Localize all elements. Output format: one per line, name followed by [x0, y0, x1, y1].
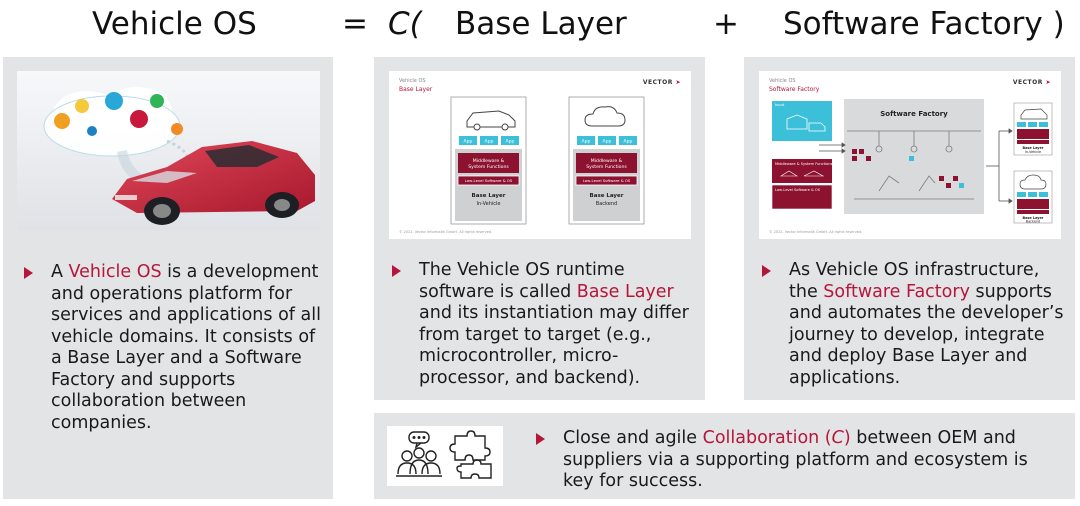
highlight-collaboration: Collaboration (C) — [702, 428, 851, 448]
bullet-triangle-icon — [536, 433, 545, 445]
text-segment: A — [51, 262, 69, 282]
svg-text:App: App — [582, 139, 591, 145]
svg-text:Base Layer: Base Layer — [590, 193, 624, 199]
svg-text:Middleware &: Middleware & — [473, 158, 505, 164]
svg-text:Middleware & System Functions: Middleware & System Functions — [775, 162, 833, 166]
svg-text:In-Vehicle: In-Vehicle — [1025, 150, 1041, 154]
bullet-triangle-icon — [762, 265, 771, 277]
svg-text:Middleware &: Middleware & — [591, 158, 623, 164]
svg-text:Low-Level Software & OS: Low-Level Software & OS — [583, 178, 631, 183]
collaboration-description: Close and agile Collaboration (C) betwee… — [536, 428, 1056, 498]
car-icon — [466, 110, 516, 128]
svg-text:System Functions: System Functions — [468, 164, 509, 170]
vehicle-os-description: A Vehicle OS is a development and operat… — [24, 262, 324, 482]
bullet-triangle-icon — [24, 267, 33, 279]
puzzle-icon — [449, 430, 492, 479]
collaboration-icons — [387, 426, 503, 486]
car-cloud-illustration — [17, 71, 320, 231]
highlight-base-layer: Base Layer — [576, 281, 674, 302]
slide-footer: © 2022. Vector Informatik GmbH. All righ… — [769, 230, 863, 234]
text-segment: between OEM and suppliers via a supporti… — [563, 428, 1028, 491]
svg-text:App: App — [603, 139, 612, 145]
text-segment: The Vehicle OS runtime software is calle… — [419, 260, 625, 302]
panel-vehicle-os: A Vehicle OS is a development and operat… — [3, 57, 333, 499]
title-software-factory: Software Factory ) — [783, 6, 1065, 42]
people-discussion-icon — [396, 430, 492, 479]
svg-text:Software Factory: Software Factory — [880, 110, 948, 118]
cloud-icon — [584, 106, 626, 127]
svg-text:System Functions: System Functions — [586, 164, 627, 170]
svg-text:Low-Level Software & OS: Low-Level Software & OS — [465, 178, 513, 183]
svg-text:App: App — [624, 139, 633, 145]
highlight-software-factory: Software Factory — [823, 281, 970, 302]
title-base-layer: Base Layer — [455, 6, 627, 42]
car-cloud-image — [17, 71, 320, 231]
panel-base-layer: Vehicle OS Base Layer VECTOR ➤ A — [374, 57, 705, 400]
svg-text:Backend: Backend — [596, 201, 617, 207]
base-layer-slide-thumbnail: Vehicle OS Base Layer VECTOR ➤ A — [389, 71, 691, 239]
svg-text:Backend: Backend — [1026, 220, 1041, 224]
bullet-triangle-icon — [392, 265, 401, 277]
vector-logo: VECTOR ➤ — [642, 79, 681, 86]
text-segment: As Vehicle OS infrastructure, the — [789, 260, 1040, 302]
text-segment: Close and agile — [563, 428, 703, 448]
slide-title: Software Factory — [769, 86, 820, 93]
panel-collaboration: Close and agile Collaboration (C) betwee… — [374, 413, 1075, 499]
base-layer-description: The Vehicle OS runtime software is calle… — [392, 260, 698, 395]
svg-text:Base Layer: Base Layer — [472, 193, 506, 199]
title-collaboration-function: C( — [388, 6, 422, 42]
software-factory-slide-thumbnail: Vehicle OS Software Factory VECTOR ➤ — [759, 71, 1061, 239]
slide-header: Vehicle OS — [399, 78, 426, 84]
text-segment: is a development and operations platform… — [51, 262, 321, 433]
slide-footer: © 2022. Vector Informatik GmbH. All righ… — [399, 230, 493, 234]
text-segment: and its instantiation may differ from ta… — [419, 303, 689, 388]
panel-software-factory: Vehicle OS Software Factory VECTOR ➤ — [744, 57, 1075, 400]
svg-text:App: App — [485, 139, 494, 145]
slide-title: Base Layer — [399, 86, 433, 93]
software-factory-diagram: Software Factory Input Middleware & Syst… — [771, 99, 1053, 224]
svg-text:Base Layer: Base Layer — [1023, 146, 1044, 150]
svg-text:Input: Input — [775, 103, 785, 107]
title-vehicle-os: Vehicle OS — [92, 6, 257, 42]
vector-logo: VECTOR ➤ — [1012, 79, 1051, 86]
text-segment: supports and automates the developer’s j… — [789, 281, 1064, 388]
svg-text:App: App — [506, 139, 515, 145]
svg-text:Low-Level Software & OS: Low-Level Software & OS — [775, 188, 821, 192]
title-equals: = — [342, 6, 368, 42]
software-factory-description: As Vehicle OS infrastructure, the Softwa… — [762, 260, 1068, 395]
title-plus: + — [713, 6, 739, 42]
svg-text:In-Vehicle: In-Vehicle — [476, 201, 500, 207]
highlight-vehicle-os: Vehicle OS — [68, 262, 162, 282]
svg-text:Base Layer: Base Layer — [1023, 216, 1044, 220]
slide-header: Vehicle OS — [769, 78, 796, 84]
svg-text:App: App — [464, 139, 473, 145]
